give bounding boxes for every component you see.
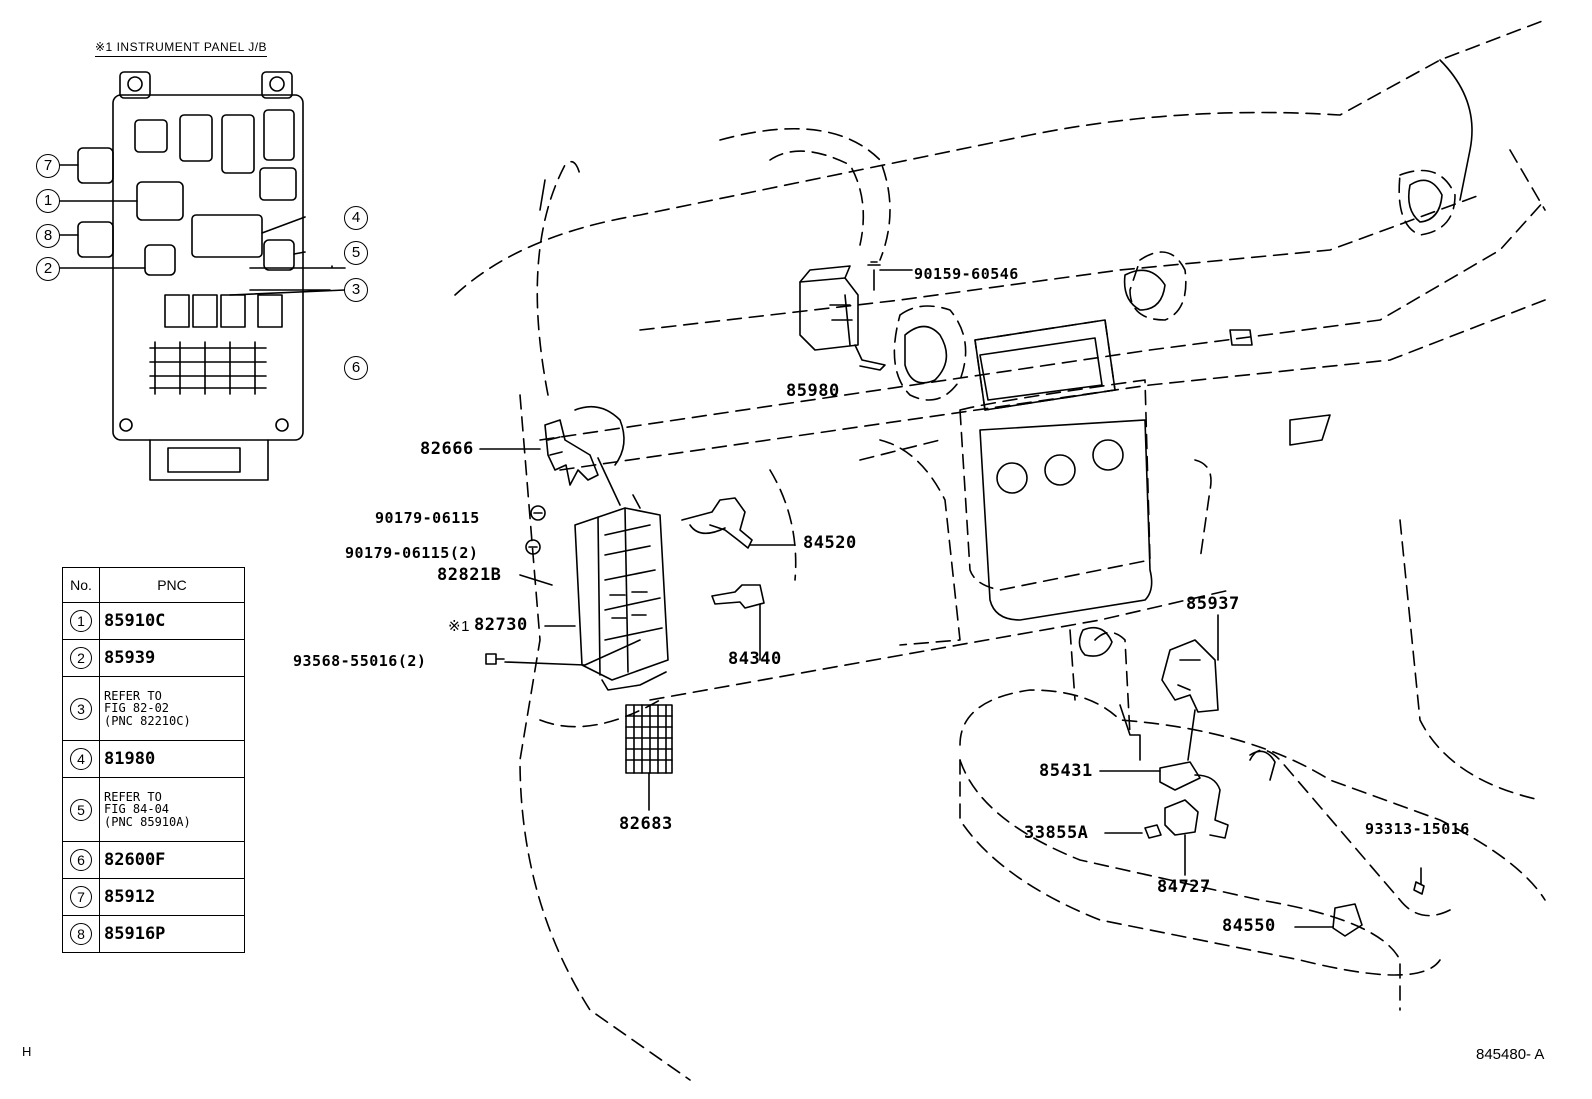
label-82683: 82683 bbox=[619, 814, 673, 834]
junction-block-inset bbox=[55, 71, 346, 481]
table-row: 3 REFER TO FIG 82-02 (PNC 82210C) bbox=[62, 676, 245, 741]
row-pnc: 81980 bbox=[99, 740, 245, 778]
label-82730-note-mark: ※1 bbox=[448, 618, 470, 635]
callout-4: 4 bbox=[344, 206, 368, 230]
label-85980: 85980 bbox=[786, 381, 840, 401]
row-number: 6 bbox=[70, 849, 92, 871]
header-pnc: PNC bbox=[99, 567, 245, 603]
label-90159-60546: 90159-60546 bbox=[914, 265, 1019, 283]
fastener-shapes bbox=[485, 505, 1425, 895]
part-85980-shape bbox=[799, 261, 913, 371]
callout-8: 8 bbox=[36, 224, 60, 248]
label-85937: 85937 bbox=[1186, 594, 1240, 614]
dashboard-outline bbox=[454, 19, 1546, 1081]
dashboard-solid-edges bbox=[539, 59, 1473, 781]
row-pnc: 85939 bbox=[99, 639, 245, 677]
row-number: 5 bbox=[70, 798, 92, 821]
header-no: No. bbox=[62, 567, 100, 603]
table-header-row: No. PNC bbox=[62, 567, 245, 603]
row-number: 8 bbox=[70, 923, 92, 945]
callout-1: 1 bbox=[36, 189, 60, 213]
label-84550: 84550 bbox=[1222, 916, 1276, 936]
part-84520-shape bbox=[681, 497, 796, 549]
row-number: 2 bbox=[70, 647, 92, 669]
part-82683-shape bbox=[625, 704, 673, 811]
part-84340-shape bbox=[711, 584, 765, 661]
label-33855a: 33855A bbox=[1024, 823, 1089, 843]
callout-5: 5 bbox=[344, 241, 368, 265]
label-84520: 84520 bbox=[803, 533, 857, 553]
label-82730: 82730 bbox=[474, 615, 528, 635]
row-number: 7 bbox=[70, 886, 92, 908]
part-82730-shape bbox=[504, 457, 669, 691]
footer-code-left: H bbox=[22, 1044, 32, 1059]
callout-7: 7 bbox=[36, 154, 60, 178]
row-pnc: 85912 bbox=[99, 878, 245, 916]
row-pnc: 85910C bbox=[99, 602, 245, 640]
callout-6: 6 bbox=[344, 356, 368, 380]
table-row: 1 85910C bbox=[62, 602, 245, 640]
inset-title: ※1 INSTRUMENT PANEL J/B bbox=[95, 40, 268, 57]
label-82821b: 82821B bbox=[437, 565, 502, 585]
table-row: 7 85912 bbox=[62, 878, 245, 916]
label-90179-06115: 90179-06115 bbox=[375, 509, 480, 527]
illustration-number: 845480- A bbox=[1476, 1046, 1545, 1063]
part-82666-shape bbox=[479, 419, 599, 486]
label-82666: 82666 bbox=[420, 439, 474, 459]
callout-3: 3 bbox=[344, 278, 368, 302]
row-number: 4 bbox=[70, 748, 92, 770]
console-parts-shapes bbox=[1099, 761, 1363, 937]
label-93568-55016: 93568-55016(2) bbox=[293, 652, 427, 670]
label-85431: 85431 bbox=[1039, 761, 1093, 781]
label-84340: 84340 bbox=[728, 649, 782, 669]
part-85937-shape bbox=[1161, 614, 1219, 761]
row-number: 1 bbox=[70, 610, 92, 632]
pnc-table: No. PNC 1 85910C 2 85939 3 REFER TO FIG … bbox=[62, 567, 245, 953]
table-row: 8 85916P bbox=[62, 915, 245, 953]
table-row: 5 REFER TO FIG 84-04 (PNC 85910A) bbox=[62, 777, 245, 842]
row-pnc-reference: REFER TO FIG 82-02 (PNC 82210C) bbox=[99, 676, 245, 741]
table-row: 6 82600F bbox=[62, 841, 245, 879]
row-pnc: 85916P bbox=[99, 915, 245, 953]
row-pnc: 82600F bbox=[99, 841, 245, 879]
table-row: 2 85939 bbox=[62, 639, 245, 677]
callout-2: 2 bbox=[36, 257, 60, 281]
table-row: 4 81980 bbox=[62, 740, 245, 778]
row-number: 3 bbox=[70, 697, 92, 720]
label-90179-06115-qty2: 90179-06115(2) bbox=[345, 544, 479, 562]
row-pnc-reference: REFER TO FIG 84-04 (PNC 85910A) bbox=[99, 777, 245, 842]
label-93313-15016: 93313-15016 bbox=[1365, 820, 1470, 838]
label-84727: 84727 bbox=[1157, 877, 1211, 897]
